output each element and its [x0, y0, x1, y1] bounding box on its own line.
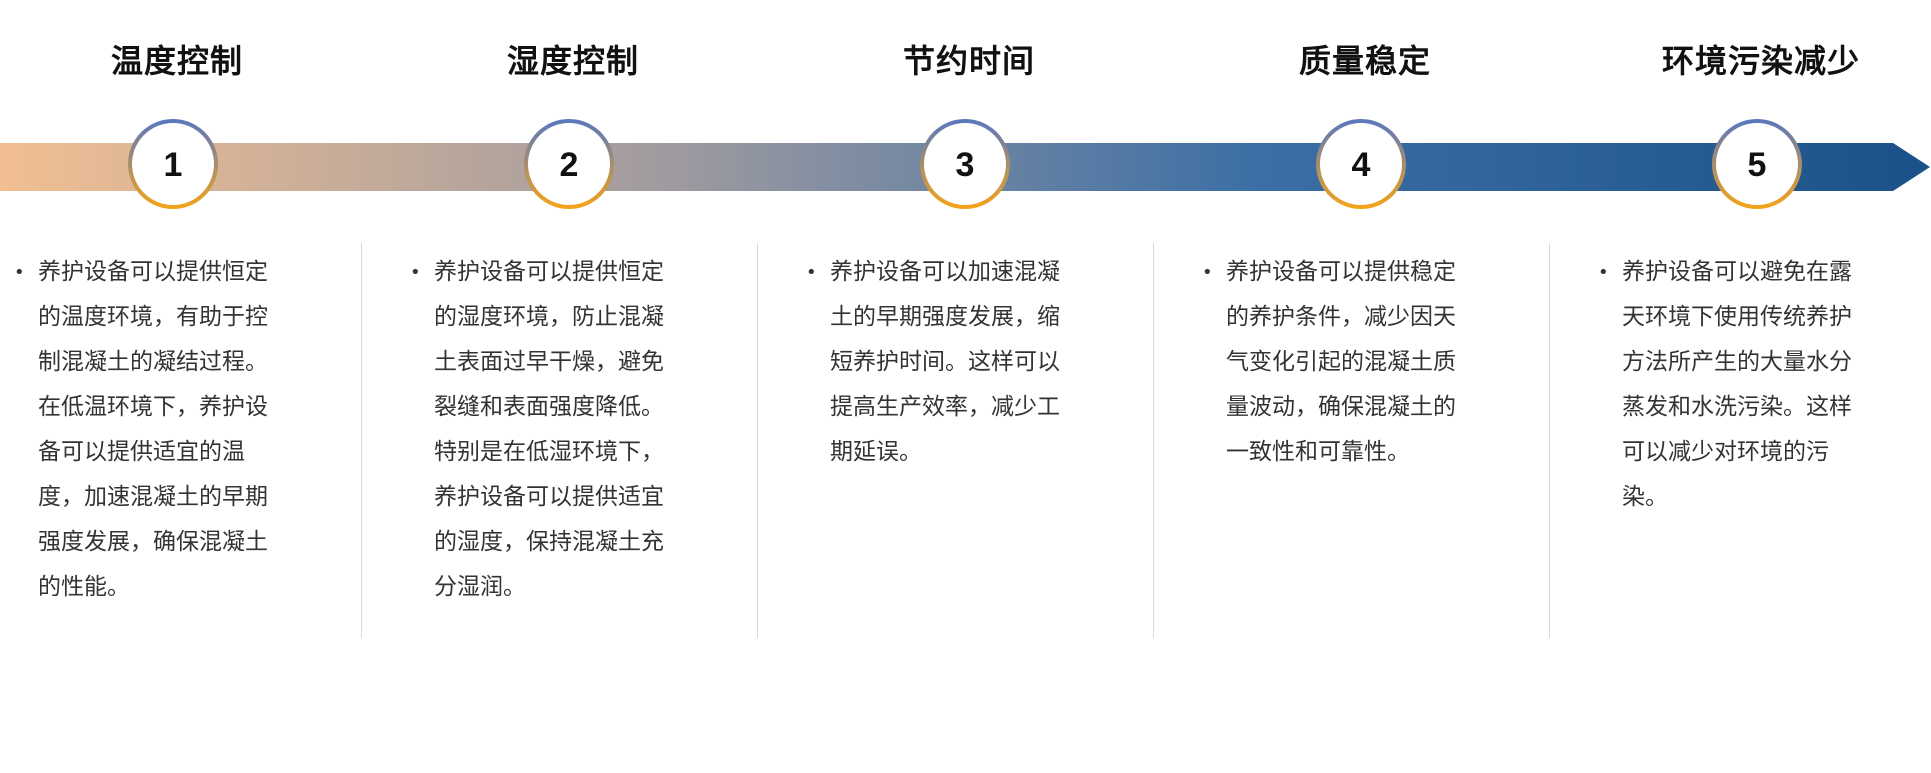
step-description-text-2: 养护设备可以提供恒定的湿度环境，防止混凝土表面过早干燥，避免裂缝和表面强度降低。… — [434, 259, 664, 600]
step-description-text-3: 养护设备可以加速混凝土的早期强度发展，缩短养护时间。这样可以提高生产效率，减少工… — [830, 259, 1060, 465]
step-title-1: 温度控制 — [110, 42, 243, 80]
step-circle-2 — [524, 119, 614, 209]
step-marker-5: 5 — [1712, 119, 1802, 209]
step-description-list-3: • 养护设备可以加速混凝土的早期强度发展，缩短养护时间。这样可以提高生产效率，减少… — [792, 250, 1082, 475]
step-description-text-5: 养护设备可以避免在露天环境下使用传统养护方法所产生的大量水分蒸发和水洗污染。这样… — [1622, 259, 1852, 510]
step-description-3: • 养护设备可以加速混凝土的早期强度发展，缩短养护时间。这样可以提高生产效率，减少… — [792, 250, 1082, 475]
step-number-1: 1 — [164, 146, 183, 184]
step-title-5: 环境污染减少 — [1661, 42, 1860, 80]
column-divider-2 — [757, 243, 758, 638]
step-number-4: 4 — [1352, 146, 1371, 184]
bullet-icon: • — [1202, 262, 1213, 283]
step-marker-4: 4 — [1316, 119, 1406, 209]
step-description-5: • 养护设备可以避免在露天环境下使用传统养护方法所产生的大量水分蒸发和水洗污染。这… — [1584, 250, 1874, 520]
step-description-list-4: • 养护设备可以提供稳定的养护条件，减少因天气变化引起的混凝土质量波动，确保混凝土… — [1188, 250, 1478, 475]
step-description-4: • 养护设备可以提供稳定的养护条件，减少因天气变化引起的混凝土质量波动，确保混凝土… — [1188, 250, 1478, 475]
step-marker-2: 2 — [524, 119, 614, 209]
step-circle-3 — [920, 119, 1010, 209]
step-description-2: • 养护设备可以提供恒定的湿度环境，防止混凝土表面过早干燥，避免裂缝和表面强度降低… — [396, 250, 686, 610]
step-number-3: 3 — [956, 146, 975, 184]
bullet-icon: • — [1598, 262, 1609, 283]
step-circle-4 — [1316, 119, 1406, 209]
step-title-3: 节约时间 — [902, 42, 1035, 80]
bullet-icon: • — [806, 262, 817, 283]
step-number-2: 2 — [560, 146, 579, 184]
step-description-list-5: • 养护设备可以避免在露天环境下使用传统养护方法所产生的大量水分蒸发和水洗污染。这… — [1584, 250, 1874, 520]
step-circle-5 — [1712, 119, 1802, 209]
step-marker-3: 3 — [920, 119, 1010, 209]
step-description-text-4: 养护设备可以提供稳定的养护条件，减少因天气变化引起的混凝土质量波动，确保混凝土的… — [1226, 259, 1456, 465]
bullet-icon: • — [14, 262, 25, 283]
step-description-1: • 养护设备可以提供恒定的温度环境，有助于控制混凝土的凝结过程。在低温环境下，养护… — [0, 250, 290, 610]
step-circle-1 — [128, 119, 218, 209]
step-title-4: 质量稳定 — [1298, 42, 1431, 80]
step-marker-1: 1 — [128, 119, 218, 209]
column-divider-1 — [361, 243, 362, 638]
bullet-icon: • — [410, 262, 421, 283]
column-divider-4 — [1549, 243, 1550, 638]
step-title-2: 湿度控制 — [506, 42, 639, 80]
column-divider-3 — [1153, 243, 1154, 638]
step-description-text-1: 养护设备可以提供恒定的温度环境，有助于控制混凝土的凝结过程。在低温环境下，养护设… — [38, 259, 268, 600]
step-description-list-2: • 养护设备可以提供恒定的湿度环境，防止混凝土表面过早干燥，避免裂缝和表面强度降低… — [396, 250, 686, 610]
step-description-list-1: • 养护设备可以提供恒定的温度环境，有助于控制混凝土的凝结过程。在低温环境下，养护… — [0, 250, 290, 610]
step-number-5: 5 — [1748, 146, 1767, 184]
